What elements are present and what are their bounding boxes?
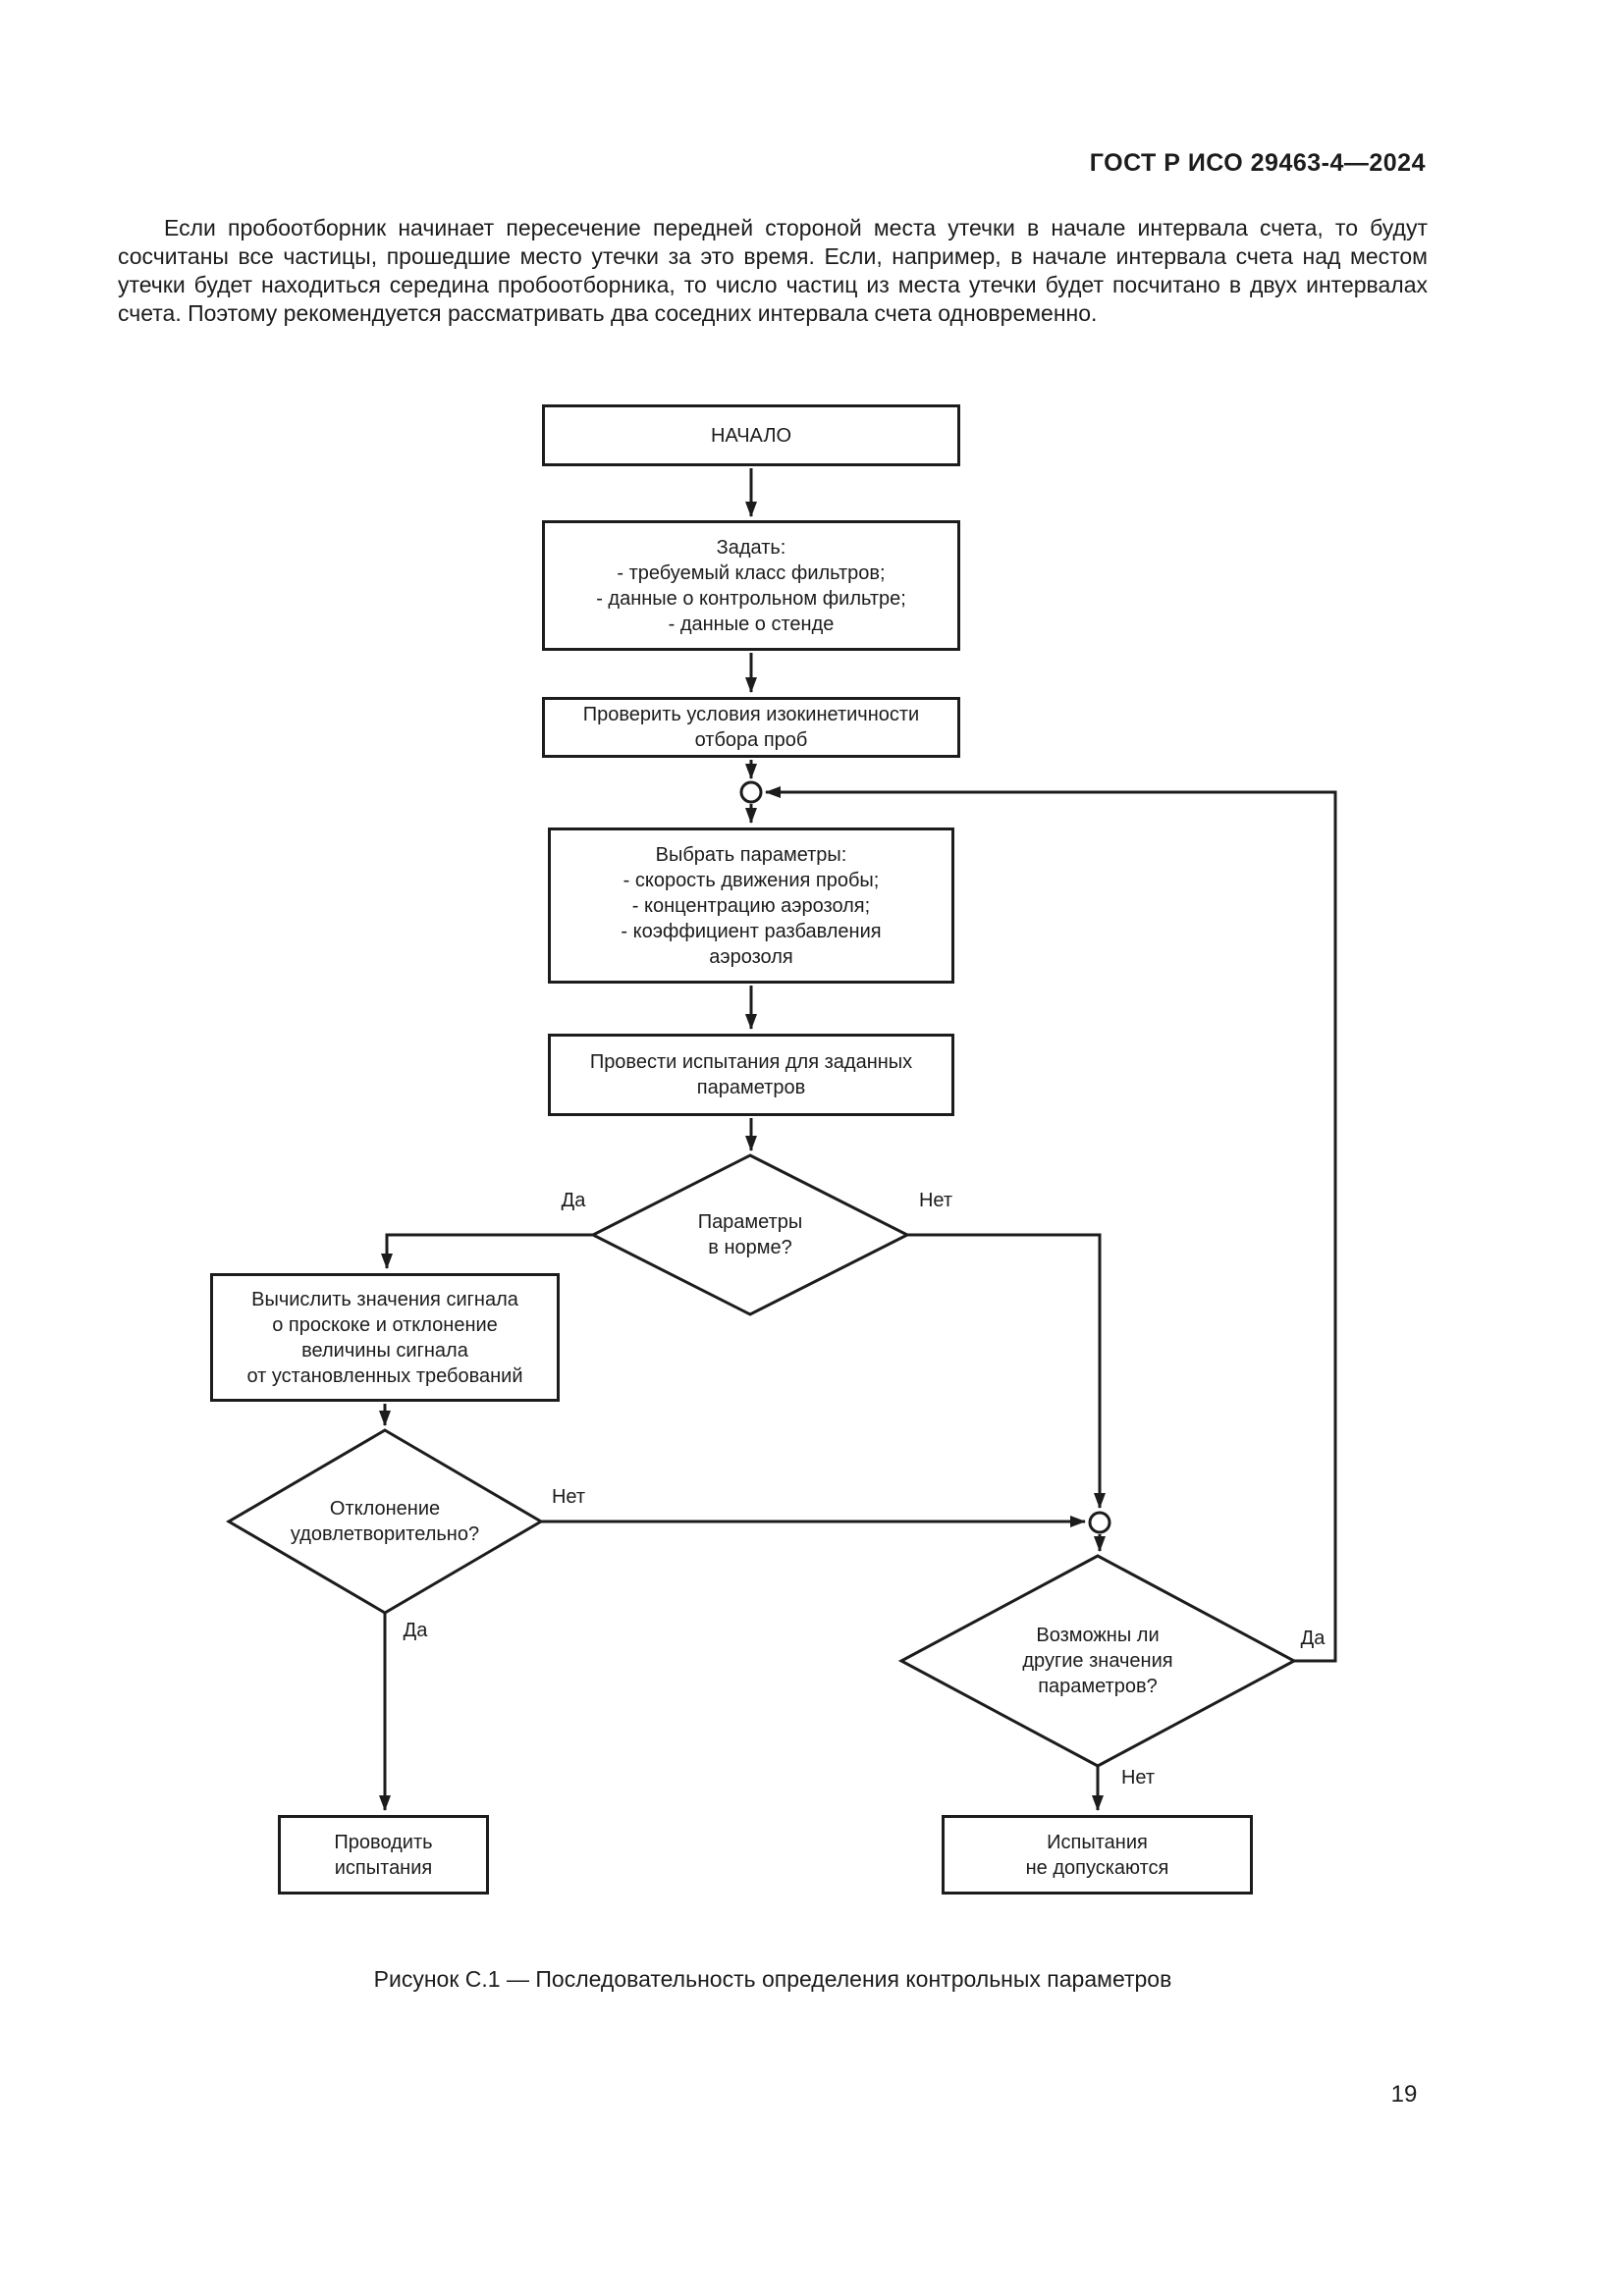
junction-left <box>739 780 763 804</box>
flow-node-no-tests-line: не допускаются <box>1025 1856 1169 1879</box>
flow-node-calc-signal-line: величины сигнала <box>301 1339 468 1362</box>
branch-label-other-values-yes: Да <box>1300 1628 1326 1649</box>
figure-caption: Рисунок С.1 — Последовательность определ… <box>373 1966 1172 1992</box>
decision-params-ok-line: в норме? <box>708 1237 792 1258</box>
flow-node-start-label: НАЧАЛО <box>710 424 791 447</box>
flow-node-select-params-line: аэрозоля <box>709 945 793 968</box>
flow-node-start: НАЧАЛО <box>542 404 960 466</box>
decision-other-values: Возможны ли другие значения параметров? <box>1000 1623 1196 1699</box>
flow-node-do-tests: Проводить испытания <box>278 1815 489 1895</box>
flow-node-calc-signal: Вычислить значения сигнала о проскоке и … <box>210 1273 560 1402</box>
flow-node-set-params: Задать: - требуемый класс фильтров; - да… <box>542 520 960 651</box>
decision-other-values-shape <box>897 1554 1298 1768</box>
flow-node-set-params-line: - данные о контрольном фильтре; <box>596 587 906 610</box>
flow-node-check-isokinetic: Проверить условия изокинетичности отбора… <box>542 697 960 758</box>
flow-node-run-tests: Провести испытания для заданных параметр… <box>548 1034 954 1116</box>
decision-other-values-line: другие значения <box>1022 1650 1173 1672</box>
flow-node-select-params-line: - концентрацию аэрозоля; <box>631 894 871 917</box>
flow-node-check-isokinetic-line: Проверить условия изокинетичности <box>582 704 920 725</box>
flow-node-run-tests-line: параметров <box>696 1077 806 1098</box>
flow-node-no-tests: Испытания не допускаются <box>942 1815 1253 1895</box>
flow-node-select-params-line: - скорость движения пробы; <box>623 869 880 891</box>
flow-node-calc-signal-line: Вычислить значения сигнала <box>251 1288 518 1310</box>
decision-deviation-shape <box>226 1428 544 1615</box>
branch-label-other-values-no: Нет <box>1120 1767 1156 1789</box>
flow-node-calc-signal-line: о проскоке и отклонение <box>272 1313 498 1336</box>
decision-deviation-line: Отклонение <box>329 1498 441 1520</box>
decision-other-values-line: Возможны ли <box>1036 1625 1160 1646</box>
flow-node-set-params-line: - данные о стенде <box>668 613 835 635</box>
flow-node-select-params: Выбрать параметры: - скорость движения п… <box>548 828 954 984</box>
flow-node-set-params-line: Задать: <box>716 536 786 559</box>
branch-label-params-no: Нет <box>918 1190 953 1211</box>
flow-node-select-params-line: - коэффициент разбавления <box>621 920 882 942</box>
flow-node-set-params-line: - требуемый класс фильтров; <box>617 561 886 584</box>
junction-right <box>1088 1511 1111 1534</box>
decision-deviation-line: удовлетворительно? <box>290 1523 480 1545</box>
flow-node-check-isokinetic-line: отбора проб <box>694 729 808 751</box>
branch-label-params-yes: Да <box>561 1190 586 1211</box>
decision-deviation: Отклонение удовлетворительно? <box>257 1496 513 1547</box>
decision-other-values-line: параметров? <box>1038 1676 1158 1697</box>
flow-node-select-params-line: Выбрать параметры: <box>655 843 847 866</box>
body-paragraph: Если пробоотборник начинает пересечение … <box>118 215 1428 326</box>
decision-params-ok: Параметры в норме? <box>652 1209 848 1260</box>
flow-node-do-tests-line: испытания <box>334 1856 433 1879</box>
branch-label-deviation-yes: Да <box>403 1620 428 1641</box>
decision-params-ok-line: Параметры <box>697 1211 803 1233</box>
page-number: 19 <box>1390 2081 1418 2108</box>
flow-node-calc-signal-line: от установленных требований <box>246 1364 523 1387</box>
document-header: ГОСТ Р ИСО 29463-4—2024 <box>1089 149 1426 177</box>
branch-label-deviation-no: Нет <box>551 1486 586 1508</box>
flow-node-run-tests-line: Провести испытания для заданных <box>589 1051 913 1073</box>
flow-node-do-tests-line: Проводить <box>334 1831 433 1853</box>
decision-params-ok-shape <box>589 1153 911 1316</box>
flow-node-no-tests-line: Испытания <box>1047 1831 1148 1853</box>
